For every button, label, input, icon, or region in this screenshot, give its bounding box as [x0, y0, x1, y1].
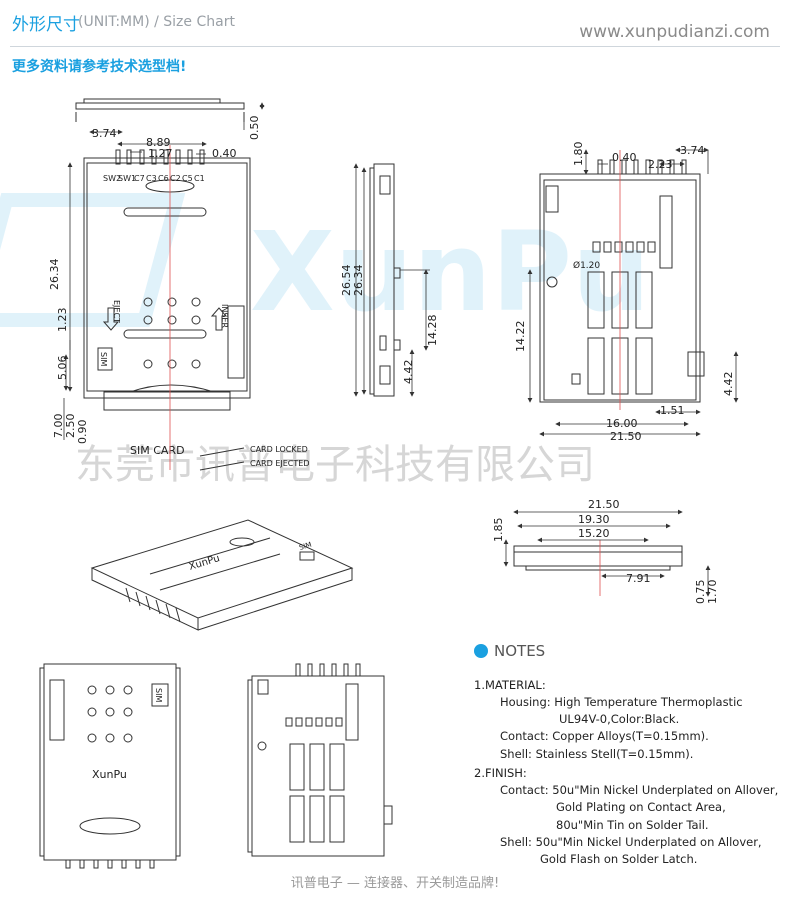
svg-text:C7: C7 — [134, 174, 145, 183]
svg-text:26.34: 26.34 — [352, 265, 365, 297]
svg-text:C3: C3 — [146, 174, 157, 183]
svg-text:1.70: 1.70 — [706, 580, 719, 605]
svg-text:1.51: 1.51 — [660, 404, 685, 417]
page-title-unit: (UNIT:MM) / Size Chart — [78, 14, 235, 30]
perspective-top-view — [39, 663, 181, 869]
svg-text:4.42: 4.42 — [402, 360, 415, 385]
notes-heading: NOTES — [474, 640, 784, 663]
svg-text:4.42: 4.42 — [722, 372, 735, 397]
bottom-view-pins — [597, 159, 687, 175]
perspective-sim-label: SIM — [154, 688, 163, 702]
svg-text:SW2: SW2 — [103, 174, 121, 183]
iso-sim-label: SIM — [298, 541, 312, 552]
svg-text:21.50: 21.50 — [588, 498, 620, 511]
svg-text:0.40: 0.40 — [612, 151, 637, 164]
svg-text:1.80: 1.80 — [572, 142, 585, 167]
front-view-dim-labels: 21.50 19.30 15.20 1.85 7.91 0.75 1.70 — [492, 498, 719, 604]
contact-row: Contact: Copper Alloys(T=0.15mm). — [500, 729, 709, 744]
page-header: 外形尺寸 (UNIT:MM) / Size Chart www.xunpudia… — [0, 0, 790, 48]
svg-text:C1: C1 — [194, 174, 205, 183]
side-view-dimensions — [353, 163, 430, 397]
front-view-dimensions — [503, 509, 711, 597]
sim-card-label: SIM CARD — [130, 444, 185, 457]
svg-text:0.75: 0.75 — [694, 580, 707, 605]
svg-text:7.00: 7.00 — [52, 414, 65, 439]
material-section: 1.MATERIAL: Housing: High Temperature Th… — [474, 677, 784, 763]
svg-text:2.23: 2.23 — [648, 158, 673, 171]
svg-text:1.27: 1.27 — [148, 147, 173, 160]
svg-text:0.50: 0.50 — [248, 116, 261, 141]
svg-text:16.00: 16.00 — [606, 417, 638, 430]
svg-text:0.90: 0.90 — [76, 420, 89, 445]
svg-text:19.30: 19.30 — [578, 513, 610, 526]
bottom-view-pads — [592, 241, 656, 253]
notes-bullet-icon — [474, 644, 488, 659]
watermark: XunPu — [0, 193, 650, 336]
svg-text:C5: C5 — [182, 174, 193, 183]
svg-text:1.23: 1.23 — [56, 308, 69, 333]
top-view — [75, 98, 251, 411]
svg-text:26.54: 26.54 — [340, 265, 353, 297]
perspective-bottom-pins — [295, 663, 361, 677]
shell-row: Shell: Stainless Stell(T=0.15mm). — [500, 746, 694, 761]
front-view — [513, 540, 683, 596]
header-divider — [10, 46, 780, 47]
finish-shell-row-2: Gold Flash on Solder Latch. — [540, 852, 698, 866]
svg-text:SW1: SW1 — [118, 174, 136, 183]
top-view-dimensions — [63, 102, 265, 440]
insert-label: INSER — [220, 304, 229, 328]
finish-section: 2.FINISH: Contact: 50u"Min Nickel Underp… — [474, 765, 784, 869]
sim-mark-label: SIM — [99, 352, 108, 366]
svg-text:Ø1.20: Ø1.20 — [573, 260, 600, 271]
perspective-brand-label: XunPu — [92, 768, 127, 781]
svg-text:C6: C6 — [158, 174, 169, 183]
watermark-company: 东莞市讯普电子科技有限公司 — [75, 442, 595, 488]
website-link[interactable]: www.xunpudianzi.com — [579, 22, 770, 42]
subtitle: 更多资料请参考技术选型档! — [12, 59, 187, 75]
iso-view — [90, 519, 354, 631]
footer-slogan: 讯普电子 — 连接器、开关制造品牌! — [290, 876, 500, 891]
top-view-pin-labels: SW2 SW1 C7 C3 C6 C2 C5 C1 — [103, 174, 205, 183]
svg-text:26.34: 26.34 — [48, 259, 61, 291]
svg-text:15.20: 15.20 — [578, 527, 610, 540]
side-view — [369, 163, 401, 397]
svg-text:3.74: 3.74 — [680, 144, 705, 157]
finish-shell-row: Shell: 50u"Min Nickel Underplated on All… — [500, 834, 762, 849]
svg-text:C2: C2 — [170, 174, 181, 183]
top-view-dim-labels: 3.74 8.89 1.27 0.40 0.50 26.34 1.23 5.06… — [48, 116, 261, 445]
iso-brand-label: XunPu — [188, 553, 222, 573]
svg-text:1.85: 1.85 — [492, 518, 505, 543]
svg-text:7.91: 7.91 — [626, 572, 651, 585]
svg-text:14.28: 14.28 — [426, 315, 439, 347]
finish-contact-row-2: Gold Plating on Contact Area, — [556, 800, 726, 815]
finish-contact-row-3: 80u"Min Tin on Solder Tail. — [556, 817, 709, 832]
iso-pins — [125, 587, 181, 623]
card-ejected-label: CARD EJECTED — [250, 459, 309, 468]
svg-text:2.50: 2.50 — [64, 414, 77, 439]
svg-text:3.74: 3.74 — [92, 127, 117, 140]
svg-text:21.50: 21.50 — [610, 430, 642, 443]
side-view-dim-labels: 26.54 26.34 14.28 4.42 — [340, 265, 439, 385]
finish-title: 2.FINISH: — [474, 765, 527, 780]
perspective-pins — [65, 859, 155, 869]
housing-row-2: UL94V-0,Color:Black. — [559, 712, 680, 726]
svg-text:5.06: 5.06 — [56, 356, 69, 381]
bottom-view-dimensions — [527, 147, 739, 437]
top-view-pins — [115, 149, 205, 165]
material-title: 1.MATERIAL: — [474, 677, 546, 692]
eject-label: EJECT — [112, 300, 121, 323]
housing-row: Housing: High Temperature Thermoplastic — [500, 694, 743, 709]
bottom-view-dim-labels: 1.80 0.40 2.23 3.74 Ø1.20 14.22 4.42 1.5… — [514, 142, 735, 444]
svg-text:14.22: 14.22 — [514, 321, 527, 353]
page-title: 外形尺寸 — [12, 15, 80, 35]
notes-panel: NOTES 1.MATERIAL: Housing: High Temperat… — [474, 640, 784, 868]
svg-text:0.40: 0.40 — [212, 147, 237, 160]
card-locked-label: CARD LOCKED — [250, 445, 308, 454]
watermark-brand: XunPu — [250, 208, 650, 336]
finish-contact-row: Contact: 50u"Min Nickel Underplated on A… — [500, 783, 779, 797]
svg-text:8.89: 8.89 — [146, 136, 171, 149]
perspective-bottom-view — [247, 663, 393, 857]
